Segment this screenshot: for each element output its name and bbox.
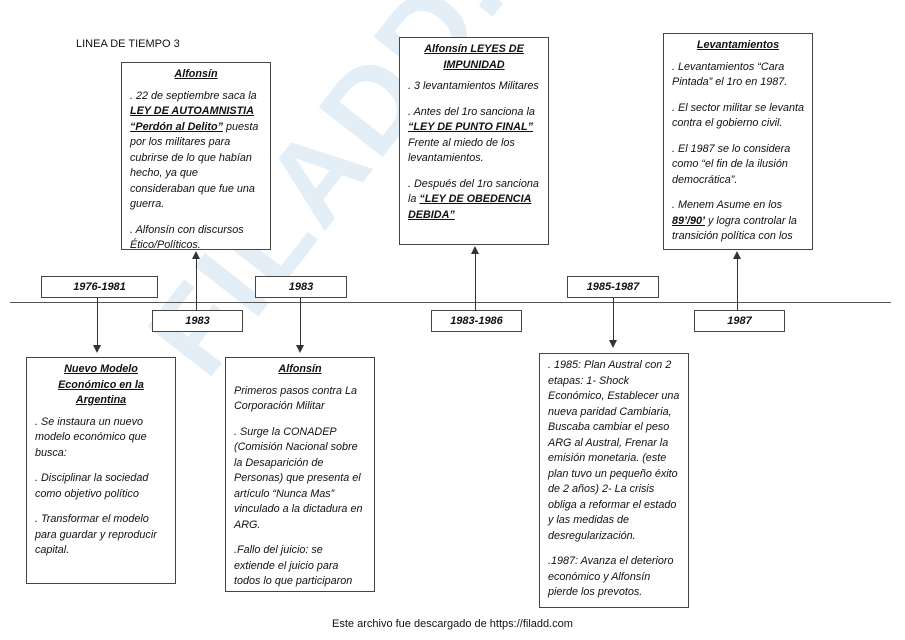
box-paragraph: . Levantamientos “Cara Pintada” el 1ro e…: [672, 60, 788, 89]
arrow-up-icon: [471, 246, 479, 254]
connector-line: [97, 298, 98, 346]
box-paragraph: . 1985: Plan Austral con 2 etapas: 1- Sh…: [548, 359, 680, 542]
box-paragraph: .1987: Avanza el deterioro económico y A…: [548, 555, 674, 598]
box-title: Nuevo Modelo Económico en la Argentina: [58, 363, 144, 406]
arrow-down-icon: [93, 345, 101, 353]
box-leyes-impunidad: Alfonsín LEYES DE IMPUNIDAD . 3 levantam…: [399, 37, 549, 245]
date-label: 1983: [255, 276, 347, 298]
box-paragraph: . 22 de septiembre saca la LEY DE AUTOAM…: [130, 89, 259, 211]
box-title: Alfonsín: [278, 363, 322, 375]
connector-line: [475, 253, 476, 310]
arrow-up-icon: [192, 251, 200, 259]
box-paragraph: . El 1987 se lo considera como “el fin d…: [672, 142, 791, 186]
box-paragraph: . Alfonsín con discursos Ético/Políticos…: [130, 223, 244, 250]
date-label: 1976-1981: [41, 276, 158, 298]
box-levantamientos: Levantamientos . Levantamientos “Cara Pi…: [663, 33, 813, 250]
box-paragraph: . Transformar el modelo para guardar y r…: [35, 513, 157, 556]
box-alfonsin-autoamnistia: Alfonsín . 22 de septiembre saca la LEY …: [121, 62, 271, 250]
connector-line: [737, 258, 738, 310]
footer-source: Este archivo fue descargado de https://f…: [332, 618, 573, 630]
box-nuevo-modelo-economico: Nuevo Modelo Económico en la Argentina .…: [26, 357, 176, 584]
box-paragraph: .Fallo del juicio: se extiende el juicio…: [234, 544, 354, 591]
box-title: Levantamientos: [696, 39, 780, 51]
box-title: Alfonsín LEYES DE IMPUNIDAD: [424, 43, 524, 71]
arrow-down-icon: [609, 340, 617, 348]
connector-line: [196, 258, 197, 310]
box-paragraph: . Disciplinar la sociedad como objetivo …: [35, 472, 149, 500]
connector-line: [300, 298, 301, 346]
box-paragraph: . 3 levantamientos Militares: [408, 80, 539, 92]
box-paragraph: . El sector militar se levanta contra el…: [672, 101, 805, 130]
box-title: Alfonsín: [174, 68, 218, 80]
box-paragraph: . Surge la CONADEP (Comisión Nacional so…: [234, 425, 363, 531]
timeline-axis: [10, 302, 891, 303]
box-paragraph: . Antes del 1ro sanciona la “LEY DE PUNT…: [408, 105, 535, 165]
box-paragraph: . Menem Asume en los 89’/90’ y logra con…: [672, 199, 797, 242]
box-paragraph: Primeros pasos contra La Corporación Mil…: [234, 384, 358, 413]
arrow-down-icon: [296, 345, 304, 353]
box-paragraph: . Se instaura un nuevo modelo económico …: [35, 415, 147, 459]
date-label: 1983-1986: [431, 310, 522, 332]
arrow-up-icon: [733, 251, 741, 259]
box-paragraph: . Después del 1ro sanciona la “LEY DE OB…: [408, 177, 539, 221]
date-label: 1987: [694, 310, 785, 332]
document-title: LINEA DE TIEMPO 3: [76, 38, 180, 50]
box-alfonsin-conadep: Alfonsín Primeros pasos contra La Corpor…: [225, 357, 375, 592]
box-plan-austral: . 1985: Plan Austral con 2 etapas: 1- Sh…: [539, 353, 689, 608]
connector-line: [613, 298, 614, 341]
date-label: 1983: [152, 310, 243, 332]
date-label: 1985-1987: [567, 276, 659, 298]
